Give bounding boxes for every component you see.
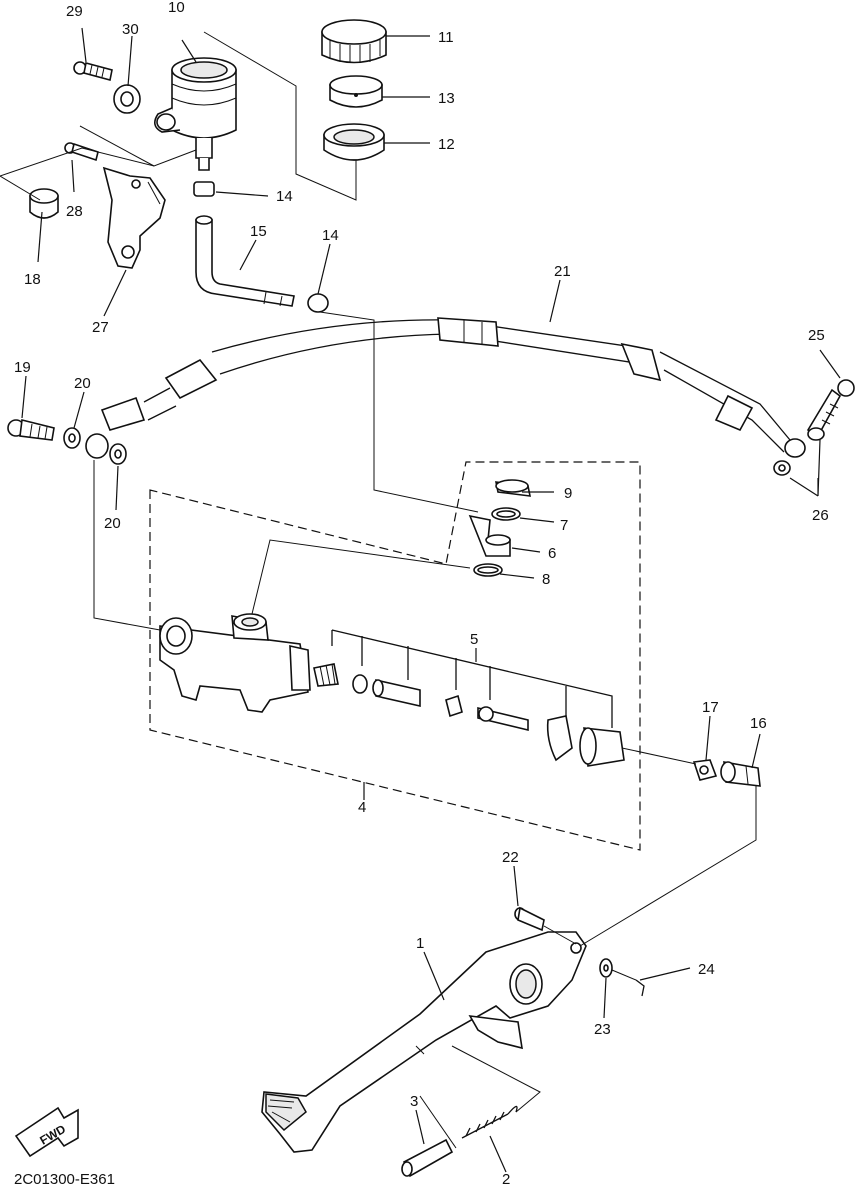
diaphragm-12: [323, 123, 385, 161]
reservoir-cap-11: [321, 19, 387, 64]
union-bolt-25: [806, 379, 855, 438]
callout-1: 1: [416, 935, 424, 952]
callout-24: 24: [698, 961, 715, 978]
o-ring-7: [491, 507, 521, 521]
washer-20-left: [63, 427, 81, 449]
callout-4: 4: [358, 799, 366, 816]
callout-11: 11: [438, 29, 454, 46]
washer-23: [599, 958, 613, 978]
callout-14-top: 14: [276, 188, 293, 205]
diaphragm-plate-13: [329, 75, 383, 108]
diagram-code: 2C01300-E361: [14, 1171, 115, 1187]
reservoir-10: [154, 57, 237, 171]
clip-14-top: [193, 181, 215, 197]
callout-26: 26: [812, 507, 829, 524]
callout-28: 28: [66, 203, 83, 220]
spring-2: [461, 1105, 518, 1139]
callout-19: 19: [14, 359, 31, 376]
callout-5: 5: [470, 631, 478, 648]
callout-21: 21: [554, 263, 571, 280]
washer-26-bottom: [773, 460, 791, 476]
spring-holder-3: [401, 1138, 454, 1178]
callout-10: 10: [168, 0, 185, 16]
hose-joint-9: [494, 479, 532, 497]
callout-20-top: 20: [74, 375, 91, 392]
joint-6: [468, 514, 511, 557]
assembly-lines: [0, 31, 757, 1149]
callout-8: 8: [542, 571, 550, 588]
callout-2: 2: [502, 1171, 510, 1187]
clevis-16: [720, 761, 761, 787]
callout-9: 9: [564, 485, 572, 502]
callout-7: 7: [560, 517, 568, 534]
callout-3: 3: [410, 1093, 418, 1110]
callout-12: 12: [438, 136, 455, 153]
grommet-30: [113, 84, 141, 114]
nut-17: [692, 759, 718, 781]
callout-22: 22: [502, 849, 519, 866]
union-bolt-19: [7, 419, 55, 441]
master-cylinder-box: [149, 461, 641, 851]
brake-hose-21: [85, 317, 806, 459]
callout-30: 30: [122, 21, 139, 38]
callout-20-bottom: 20: [104, 515, 121, 532]
callout-18: 18: [24, 271, 41, 288]
pin-22: [514, 906, 545, 932]
callout-14-hose: 14: [322, 227, 339, 244]
callout-17: 17: [702, 699, 719, 716]
callout-25: 25: [808, 327, 825, 344]
fwd-arrow-icon: FWD: [14, 1106, 79, 1158]
clip-14-hose: [307, 293, 329, 313]
reservoir-hose-15: [195, 215, 295, 307]
bracket-27: [102, 166, 166, 269]
bolt-29: [73, 61, 113, 81]
screw-28: [64, 142, 99, 162]
collar-18: [29, 188, 59, 219]
washer-20-right: [109, 443, 127, 465]
callout-leaders: [21, 27, 841, 1173]
callout-23: 23: [594, 1021, 611, 1038]
callout-16: 16: [750, 715, 767, 732]
callout-27: 27: [92, 319, 109, 336]
cylinder-body: [159, 613, 311, 713]
cotter-pin-24: [635, 979, 645, 997]
callout-6: 6: [548, 545, 556, 562]
callout-15: 15: [250, 223, 267, 240]
o-ring-8: [473, 563, 503, 577]
callout-13: 13: [438, 90, 455, 107]
callout-29: 29: [66, 3, 83, 20]
piston-kit-5: [313, 629, 625, 767]
washer-26-top: [807, 427, 825, 441]
brake-pedal-1: [261, 931, 587, 1153]
